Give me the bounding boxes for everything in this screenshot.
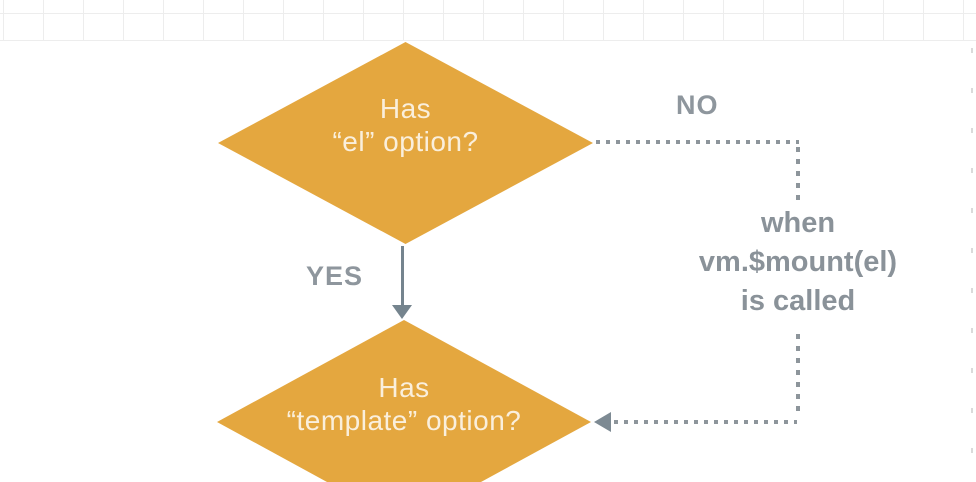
edge-note-line: is called (740, 285, 856, 317)
decision-label-line: “el” option? (332, 126, 479, 157)
edge-note-vm-mount: when vm.$mount(el) is called (667, 204, 929, 321)
edge-note-line: vm.$mount(el) (698, 246, 898, 278)
decision-label-line: Has (378, 372, 430, 403)
decision-has-el-option: Has “el” option? (218, 42, 593, 244)
edge-label-yes: YES (306, 261, 364, 291)
arrowhead-down-icon (392, 305, 412, 319)
yes-arrow-line (401, 246, 404, 307)
decision-label: Has “template” option? (287, 371, 522, 437)
dotted-connector-no-vertical-bottom (796, 334, 800, 418)
dotted-connector-no-horizontal-top (596, 140, 799, 144)
edge-note-line: when (760, 207, 836, 239)
decision-has-template-option: Has “template” option? (217, 320, 591, 482)
grid-background (0, 0, 976, 41)
decision-label-line: Has (379, 93, 432, 124)
decision-label: Has “el” option? (332, 92, 478, 158)
arrowhead-left-icon (594, 412, 611, 432)
dotted-connector-no-vertical-top (796, 147, 800, 203)
decision-label-line: “template” option? (286, 405, 522, 436)
dotted-connector-no-horizontal-bottom (614, 420, 797, 424)
edge-label-no: NO (676, 90, 719, 120)
page-edge-dashed-line (971, 48, 973, 482)
